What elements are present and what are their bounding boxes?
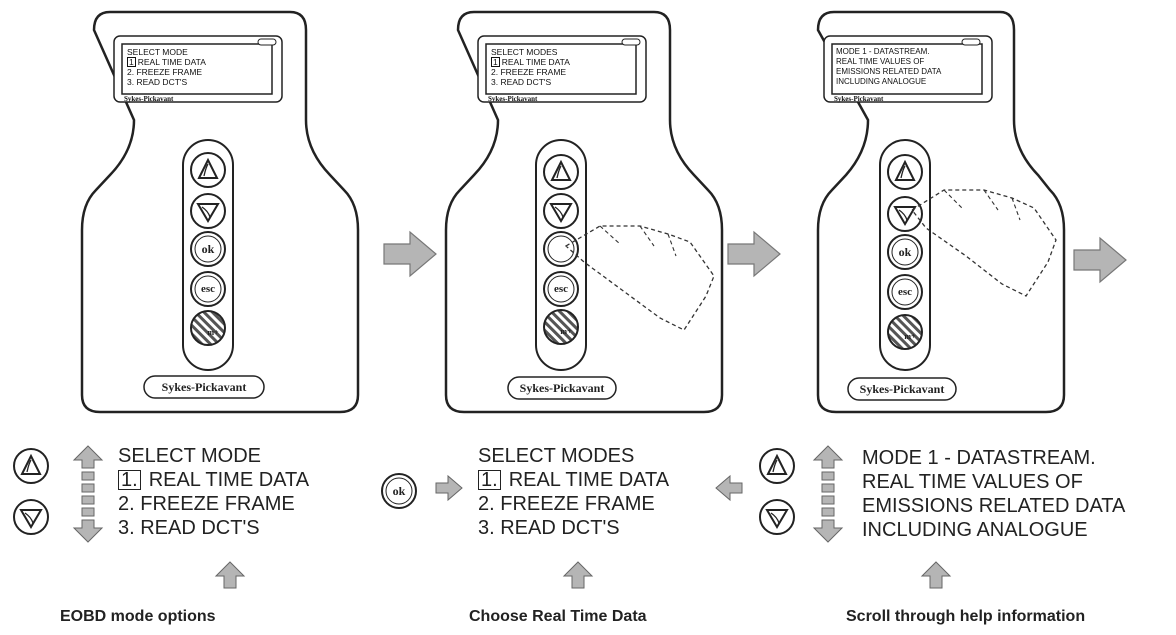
esc-button[interactable]: esc [200, 283, 216, 295]
lcd-line: EMISSIONS RELATED DATA [836, 67, 942, 76]
device-brand-small: Sykes-Pickavant [834, 95, 884, 103]
help-line: EMISSIONS RELATED DATA [862, 495, 1126, 517]
menu-item: 2. FREEZE FRAME [118, 493, 295, 515]
device-brand-plate: Sykes-Pickavant [859, 382, 945, 396]
device-brand-small: Sykes-Pickavant [124, 95, 174, 103]
caption-3: Scroll through help information [846, 608, 1086, 625]
lcd-screen-3: MODE 1 - DATASTREAM. REAL TIME VALUES OF… [836, 47, 941, 87]
lcd-selected-marker: 1 [491, 57, 500, 67]
menu-item: 3. READ DCT'S [118, 517, 260, 539]
lcd-line: REAL TIME DATA [501, 57, 570, 67]
lcd-line: SELECT MODES [491, 47, 558, 57]
pressing-hand-outline [911, 189, 1057, 297]
menu-selected-marker: 1. [478, 470, 501, 490]
esc-button[interactable]: esc [897, 286, 913, 298]
menu-selected-marker: 1. [118, 470, 141, 490]
help-line: MODE 1 - DATASTREAM. [862, 447, 1096, 469]
esc-button[interactable]: esc [553, 283, 569, 295]
menu-plus-button[interactable]: m+ [904, 332, 916, 341]
caption-arrow-2 [562, 561, 594, 589]
scroll-updown-arrow-icon [72, 445, 104, 543]
lcd-selected-marker: 1 [127, 57, 136, 67]
lcd-line: REAL TIME DATA [137, 57, 206, 67]
menu-title: SELECT MODE [118, 445, 261, 467]
scan-tool-device-3 [816, 10, 1066, 414]
device-brand-plate: Sykes-Pickavant [519, 381, 605, 395]
menu-plus-button[interactable]: m+ [207, 328, 219, 337]
lcd-line: 2. FREEZE FRAME [491, 67, 567, 77]
menu-block-2: SELECT MODES 1. REAL TIME DATA 2. FREEZE … [478, 444, 669, 540]
pointer-right-arrow [435, 474, 463, 502]
caption-arrow-3 [920, 561, 952, 589]
device-brand-small: Sykes-Pickavant [488, 95, 538, 103]
lcd-line: 3. READ DCT'S [127, 77, 188, 87]
legend-down-icon [13, 499, 49, 535]
legend-down-icon-3 [759, 499, 795, 535]
caption-1: EOBD mode options [60, 608, 216, 625]
menu-plus-button[interactable]: m+ [560, 327, 572, 336]
step-arrow-1 [383, 231, 437, 277]
legend-up-icon [13, 448, 49, 484]
lcd-line: SELECT MODE [127, 47, 188, 57]
menu-title: SELECT MODES [478, 445, 635, 467]
device-brand-plate: Sykes-Pickavant [161, 380, 247, 394]
legend-up-icon-3 [759, 448, 795, 484]
lcd-line: INCLUDING ANALOGUE [836, 77, 927, 86]
pointer-left-arrow [715, 474, 743, 502]
menu-item: REAL TIME DATA [508, 469, 670, 491]
caption-arrow-1 [214, 561, 246, 589]
menu-block-1: SELECT MODE 1. REAL TIME DATA 2. FREEZE F… [118, 444, 309, 540]
menu-item: 3. READ DCT'S [478, 517, 620, 539]
scan-tool-device-1 [80, 10, 360, 414]
menu-item: REAL TIME DATA [148, 469, 310, 491]
legend-ok-label: ok [392, 484, 406, 498]
lcd-line: MODE 1 - DATASTREAM. [836, 47, 930, 56]
step-arrow-3 [1073, 237, 1127, 283]
help-line: INCLUDING ANALOGUE [862, 519, 1088, 541]
step-arrow-2 [727, 231, 781, 277]
caption-2: Choose Real Time Data [469, 608, 647, 625]
scan-tool-device-2 [444, 10, 724, 414]
scroll-updown-arrow-icon-3 [812, 445, 844, 543]
pressing-hand-outline [564, 225, 715, 331]
lcd-line: 2. FREEZE FRAME [127, 67, 203, 77]
lcd-line: 3. READ DCT'S [491, 77, 552, 87]
menu-item: 2. FREEZE FRAME [478, 493, 655, 515]
ok-button[interactable]: ok [898, 245, 912, 259]
ok-button[interactable]: ok [201, 242, 215, 256]
menu-block-3: MODE 1 - DATASTREAM. REAL TIME VALUES OF… [862, 446, 1125, 542]
lcd-line: REAL TIME VALUES OF [836, 57, 925, 66]
help-line: REAL TIME VALUES OF [862, 471, 1083, 493]
